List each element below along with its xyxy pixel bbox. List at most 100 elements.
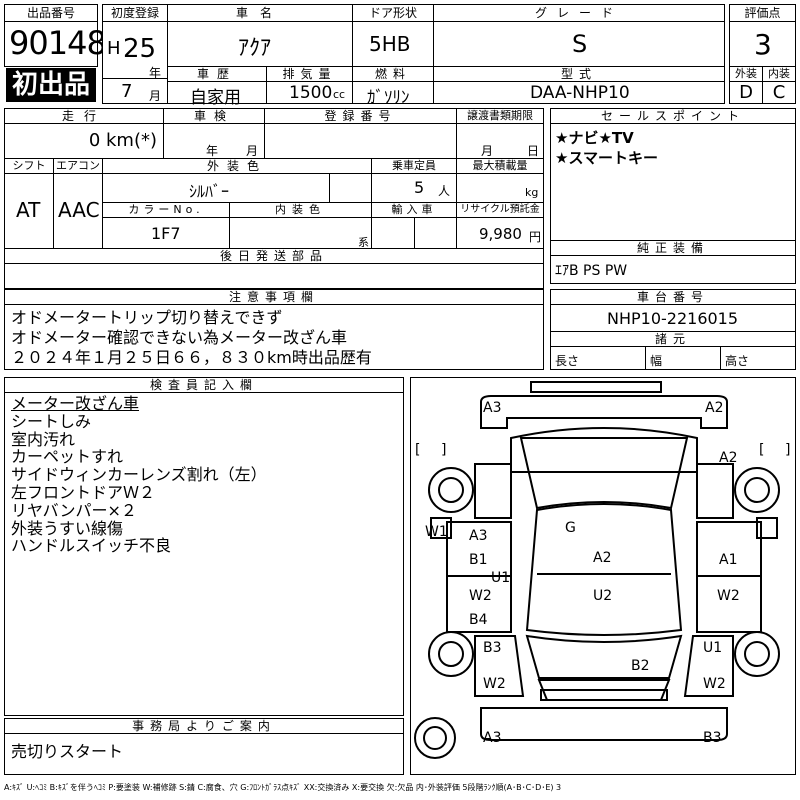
door-label-cell: ドア形状 (352, 4, 434, 22)
notice-line: オドメータートリップ切り替えできず (11, 308, 283, 327)
model-cell: DAA-NHP10 (433, 81, 725, 104)
hood (510, 427, 698, 473)
inspector-cell: メーター改ざん車 シートしみ 室内汚れ カーペットすれ サイドウィンカーレンズ割… (4, 392, 404, 716)
mileage-label: 走行 (61, 109, 106, 123)
int-cell: C (762, 81, 796, 104)
later-cell (4, 263, 544, 289)
fuel-cell: ｶﾞｿﾘﾝ (352, 81, 434, 108)
front-bumper-top (530, 381, 662, 393)
displacement: 1500 (289, 83, 333, 103)
colorno-cell: 1F7 (102, 217, 230, 249)
history-label: 車歴 (196, 67, 237, 81)
disp-label-cell: 排気量 (266, 66, 353, 82)
rear-left-wheel-inner (438, 641, 464, 667)
legend-text: A:ｷｽﾞ U:ﾍｺﾐ B:ｷｽﾞを伴うﾍｺﾐ P:要塗装 W:補修跡 S:錆 … (4, 783, 562, 792)
inspector-label-cell: 検査員記入欄 (4, 377, 404, 393)
damage-mark: U1 (703, 640, 723, 656)
score: 3 (754, 28, 772, 61)
dims-len-cell: 長さ (550, 346, 646, 370)
int-label-cell: 内装 (762, 66, 796, 82)
inspect-cell: 年 月 (163, 123, 265, 159)
damage-mark: G (565, 520, 576, 536)
inspector-line: カーペットすれ (11, 447, 124, 467)
damage-mark: ] (441, 442, 447, 458)
left-side (446, 521, 512, 633)
load-label-cell: 最大積載量 (456, 158, 544, 174)
chassis-label-cell: 車台番号 (550, 289, 796, 305)
capacity-label-cell: 乗車定員 (371, 158, 457, 174)
mileage-label-cell: 走行 (4, 108, 164, 124)
name-label-cell: 車名 (167, 4, 353, 22)
damage-mark: B3 (483, 640, 502, 656)
transfer-day-unit: 日 (527, 144, 540, 158)
lot-number-cell: 90148 (4, 21, 107, 67)
transfer-label: 譲渡書類期限 (467, 109, 533, 122)
regno-label-cell: 登録番号 (264, 108, 457, 124)
office-label-cell: 事務局よりご案内 (4, 718, 404, 734)
specs-block: 走行 0 km(*) 車検 年 月 登録番号 譲渡書類期限 月 日 シフト AT… (4, 108, 544, 289)
damage-mark: A1 (719, 552, 738, 568)
mileage-cell: 0 km(*) (4, 123, 164, 159)
sales-point: ★ナビ★TV (555, 129, 634, 147)
model-label: 型式 (560, 67, 597, 81)
office-note: 売切りスタート (11, 742, 124, 761)
recycle-unit: 円 (529, 230, 542, 244)
dims-width-cell: 幅 (645, 346, 721, 370)
chassis-cell: NHP10-2216015 (550, 304, 796, 332)
ac-label: エアコン (56, 159, 100, 172)
ext-cell: D (729, 81, 763, 104)
door-type: 5HB (369, 32, 411, 56)
model-code: DAA-NHP10 (530, 83, 630, 103)
inspect-label: 車検 (193, 109, 234, 123)
load-label: 最大積載量 (472, 159, 528, 172)
reg-month: 7 (121, 81, 133, 102)
chassis-number: NHP10-2216015 (607, 309, 739, 328)
reg-year: 25 (123, 34, 157, 64)
notice-cell: オドメータートリップ切り替えできず オドメーター確認できない為メーター改ざん車 … (4, 304, 544, 370)
rear-left-quarter (474, 635, 525, 697)
windshield (519, 437, 689, 510)
name-cell: ｱｸｱ (167, 21, 353, 67)
shift: AT (16, 198, 41, 222)
damage-mark: B2 (631, 658, 650, 674)
damage-mark: B1 (469, 552, 488, 568)
sales-label-cell: セールスポイント (550, 108, 796, 124)
shift-label-cell: シフト (4, 158, 54, 174)
intcolor-label: 内装色 (275, 203, 326, 216)
standard-equipment: ｴｱB PS PW (555, 263, 628, 279)
fuel-label: 燃料 (374, 67, 411, 81)
door-cell: 5HB (352, 21, 434, 67)
damage-mark: A2 (719, 450, 738, 466)
lot-number: 90148 (9, 24, 107, 62)
notice-label: 注意事項欄 (228, 290, 319, 304)
color-label-cell: 外装色 (102, 158, 372, 174)
damage-mark: W2 (469, 588, 492, 604)
grade-label-cell: グレード (433, 4, 725, 22)
name-label: 車名 (235, 6, 284, 20)
inspector-line: サイドウィンカーレンズ割れ（左） (11, 465, 267, 485)
front-bumper (480, 395, 728, 429)
sales-point: ★スマートキー (555, 149, 658, 167)
right-mirror (756, 517, 778, 539)
inspector-line: 室内汚れ (11, 429, 76, 449)
notice-line: オドメーター確認できない為メーター改ざん車 (11, 328, 348, 347)
history-cell: 自家用 (167, 81, 267, 108)
lot-label-cell: 出品番号 (4, 4, 98, 22)
door-label: ドア形状 (368, 6, 417, 20)
recycle-label: リサイクル預託金 (460, 204, 540, 215)
header-block: 出品番号 90148 初出品 初度登録 H 25 年 7 月 車名 ｱｸｱ ドア… (4, 4, 796, 108)
rear-light-bar (540, 689, 668, 701)
load-cell: kg (456, 173, 544, 203)
mileage: 0 km(*) (88, 130, 157, 151)
transfer-label-cell: 譲渡書類期限 (456, 108, 544, 124)
damage-marks: A3 A2 A2 [ ] [ ] W1 W1 A3 B1 U1 G A2 A1 … (411, 378, 797, 776)
reg-era: H (107, 38, 121, 59)
damage-mark: [ (415, 442, 421, 458)
ac: AAC (58, 198, 100, 222)
damage-mark: B4 (469, 612, 488, 628)
inspector-line: 外装うすい線傷 (11, 518, 124, 538)
damage-mark: A3 (469, 528, 488, 544)
color: ｼﾙﾊﾞｰ (189, 182, 230, 201)
disp-cell: 1500 cc (266, 81, 353, 104)
damage-mark: A3 (483, 730, 502, 746)
